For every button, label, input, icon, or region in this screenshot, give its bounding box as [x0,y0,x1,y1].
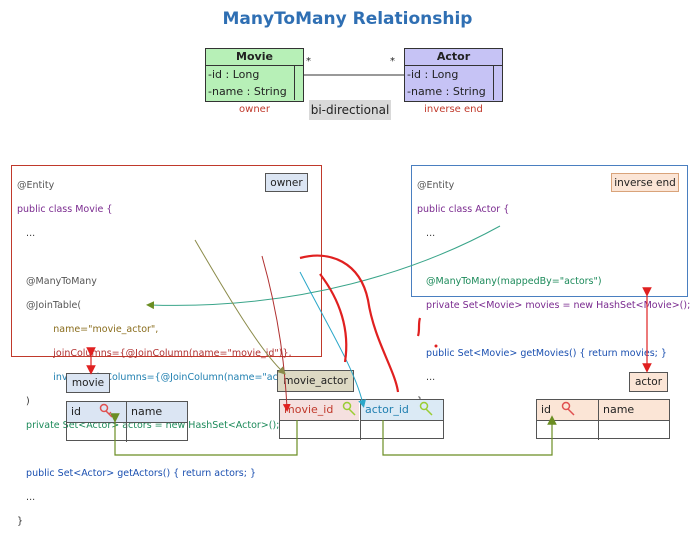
uml-attr: -id : Long [208,68,260,81]
column-id: id [537,400,599,420]
table-label-movie-actor: movie_actor [277,370,354,392]
table-actor: id name [536,399,670,440]
diagram-title: ManyToMany Relationship [222,9,473,29]
column-id: id [67,402,127,422]
uml-class-name: Actor [405,49,502,66]
uml-attr: -id : Long [407,68,459,81]
code-line: joinColumns={@JoinColumn(name="movie_id"… [17,348,292,359]
code-line: private Set<Movie> movies = new HashSet<… [417,300,691,311]
inverse-end-tag: inverse end [611,173,679,192]
table-movie-actor: movie_id actor_id [279,399,444,440]
code-line: @JoinTable( [17,300,82,311]
code-line: ... [417,228,436,239]
code-line: public class Movie { [17,204,113,215]
column-actor-id: actor_id [365,403,409,416]
multiplicity-left: * [306,56,311,67]
column-movie-id: movie_id [280,400,361,420]
code-line: ... [17,228,36,239]
code-line: ​ [417,252,682,264]
uml-attr: -name : String [208,85,287,98]
code-line: public class Actor { [417,204,510,215]
code-line: } [17,516,24,527]
uml-class-movie: Movie -id : Long -name : String [205,48,304,102]
code-line: @ManyToMany [17,276,97,287]
code-line: ... [17,492,36,503]
uml-class-name: Movie [206,49,303,66]
code-line: ​ [417,324,682,336]
multiplicity-right: * [390,56,395,67]
table-movie: id name [66,401,188,442]
movie-code-box: @Entity public class Movie { ... ​ @Many… [11,165,322,527]
code-line: ... [417,372,436,383]
code-line: @ManyToMany(mappedBy="actors") [417,276,602,287]
column-name: name [603,403,635,416]
uml-role-label: owner [239,104,270,115]
code-line: @Entity [17,180,55,191]
uml-role-label: inverse end [424,104,483,115]
code-line: ​ [17,252,316,264]
code-line: inverseJoinColumns={@JoinColumn(name="ac… [17,372,319,383]
relation-label: bi-directional [309,100,391,120]
code-line: @Entity [417,180,455,191]
code-line: public Set<Movie> getMovies() { return m… [417,348,667,359]
uml-class-actor: Actor -id : Long -name : String [404,48,503,102]
owner-tag: owner [265,173,308,192]
table-label-movie: movie [66,373,110,393]
code-line: ) [17,396,30,407]
code-line: name="movie_actor", [17,324,159,335]
code-line: ​ [17,444,316,456]
code-line: public Set<Actor> getActors() { return a… [17,468,257,479]
hand-annotation [319,273,348,363]
column-name: name [131,405,163,418]
uml-attr: -name : String [407,85,486,98]
table-label-actor: actor [629,372,668,392]
